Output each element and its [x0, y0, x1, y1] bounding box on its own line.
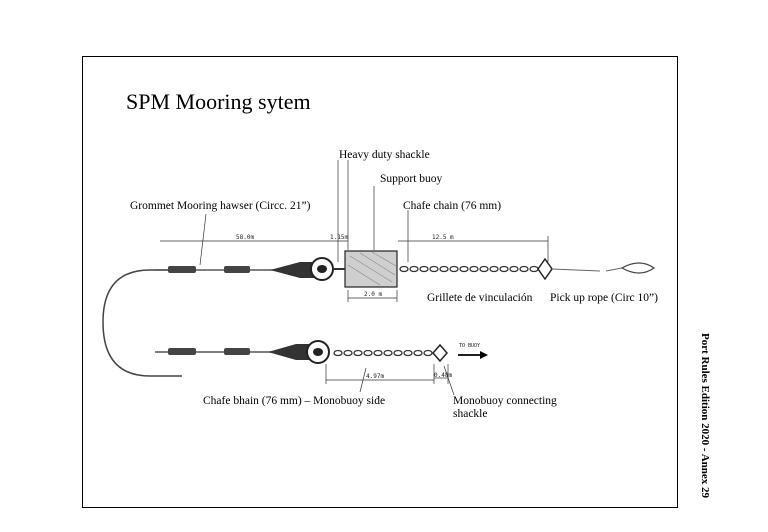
label-grillete: Grillete de vinculación — [427, 292, 533, 304]
lower-hawser-sleeves — [168, 348, 250, 355]
label-pick-up-rope: Pick up rope (Circ 10”) — [550, 292, 658, 304]
hawser-loop — [102, 269, 182, 377]
upper-dimension-lines — [160, 160, 549, 302]
side-caption: Port Rules Edition 2020 - Annex 29 — [697, 333, 713, 513]
lower-thimble — [268, 344, 310, 360]
grillete-shape — [537, 257, 553, 281]
label-chafe-chain: Chafe chain (76 mm) — [403, 200, 502, 212]
label-heavy-duty-shackle: Heavy duty shackle — [339, 149, 430, 161]
label-grommet-hawser: Grommet Mooring hawser (Circc. 21”) — [130, 200, 311, 212]
pick-up-rope-eye — [620, 262, 656, 274]
monobuoy-shackle-shape — [432, 343, 448, 363]
upper-thimble — [270, 262, 314, 278]
lower-chafe-chain — [333, 349, 433, 357]
dim-048m: 0.48m — [434, 372, 453, 379]
lower-dimension-lines — [325, 364, 455, 396]
label-support-buoy: Support buoy — [380, 173, 443, 185]
dim-58m: 58.0m — [236, 234, 255, 241]
dim-115m: 1.15m — [330, 234, 349, 241]
dim-497m: 4.97m — [366, 373, 385, 380]
figure-frame — [82, 56, 678, 508]
label-chafe-bhain: Chafe bhain (76 mm) – Monobuoy side — [203, 395, 386, 407]
label-monobuoy-shackle: Monobuoy connecting shackle — [453, 395, 557, 421]
dim-125m: 12.5 m — [432, 234, 454, 241]
side-caption-text: Port Rules Edition 2020 - Annex 29 — [699, 333, 711, 499]
pick-up-rope-line — [551, 268, 601, 272]
upper-chafe-chain — [399, 265, 539, 273]
page-title: SPM Mooring sytem — [126, 89, 311, 114]
upper-hawser-sleeves — [168, 266, 250, 273]
dim-2m: 2.0 m — [364, 291, 383, 298]
label-to-buoy: TO BUOY — [459, 343, 481, 349]
